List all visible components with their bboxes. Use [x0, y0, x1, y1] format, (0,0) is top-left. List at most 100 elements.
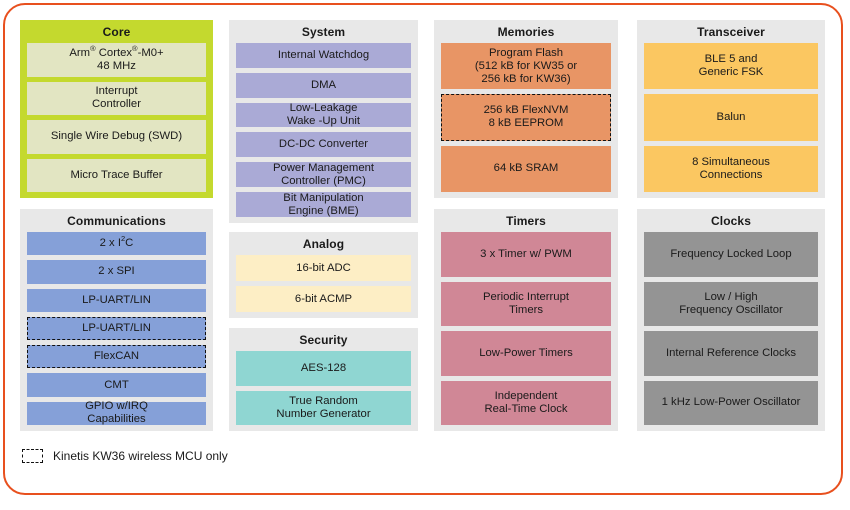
block-label-line: Single Wire Debug (SWD) — [50, 130, 183, 143]
block-clocks-2[interactable]: Internal Reference Clocks — [644, 331, 818, 376]
block-label: Micro Trace Buffer — [70, 169, 162, 182]
group-title-timers: Timers — [506, 214, 546, 228]
group-title-system: System — [301, 25, 346, 39]
block-analog-1[interactable]: 6-bit ACMP — [236, 286, 411, 312]
block-label-line: Timers — [508, 303, 544, 316]
block-label-line: Generic FSK — [698, 66, 764, 79]
block-label-line: Wake -Up Unit — [286, 115, 361, 128]
block-label-line: Connections — [699, 168, 763, 181]
block-label-line: 3 x Timer w/ PWM — [480, 247, 572, 260]
block-label: Internal Reference Clocks — [666, 347, 796, 360]
block-communications-5[interactable]: CMT — [27, 373, 206, 397]
block-label-line: Real-Time Clock — [484, 402, 568, 415]
block-label-line: LP-UART/LIN — [82, 321, 151, 334]
block-label-line: Program Flash — [488, 46, 564, 59]
block-label-line: 1 kHz Low-Power Oscillator — [661, 396, 801, 409]
block-label-line: Controller (PMC) — [281, 174, 366, 187]
group-title-memories: Memories — [497, 25, 555, 39]
block-label-line: GPIO w/IRQ — [85, 400, 148, 413]
block-label-line: DC-DC Converter — [278, 138, 369, 151]
block-system-1[interactable]: DMA — [236, 72, 411, 98]
block-label-line: CMT — [104, 378, 129, 391]
block-analog-0[interactable]: 16-bit ADC — [236, 255, 411, 281]
block-label: Low-Power Timers — [479, 347, 573, 360]
block-core-3[interactable]: Micro Trace Buffer — [27, 158, 206, 192]
block-core-2[interactable]: Single Wire Debug (SWD) — [27, 120, 206, 154]
group-blocks-communications: 2 x I2C 2 x SPI LP-UART/LIN LP-UART/LIN Flex… — [20, 232, 213, 431]
block-label-line: Engine (BME) — [288, 204, 359, 217]
block-label-line: True Random — [289, 394, 358, 407]
block-label-line: BLE 5 and — [704, 53, 758, 66]
legend-label: Kinetis KW36 wireless MCU only — [53, 449, 228, 463]
block-timers-0[interactable]: 3 x Timer w/ PWM — [441, 232, 611, 277]
block-label: CMT — [104, 379, 128, 392]
block-communications-2[interactable]: LP-UART/LIN — [27, 288, 206, 312]
block-label-line: (512 kB for KW35 or — [474, 59, 578, 72]
block-memories-2[interactable]: 64 kB SRAM — [441, 145, 611, 192]
block-label: 64 kB SRAM — [494, 162, 559, 175]
block-label: Frequency Locked Loop — [670, 248, 791, 261]
block-label: Single Wire Debug (SWD) — [51, 130, 182, 143]
block-clocks-0[interactable]: Frequency Locked Loop — [644, 232, 818, 277]
block-system-0[interactable]: Internal Watchdog — [236, 43, 411, 68]
block-label: 3 x Timer w/ PWM — [480, 248, 572, 261]
block-label-line: Number Generator — [276, 407, 371, 420]
block-core-0[interactable]: Arm® Cortex®-M0+48 MHz — [27, 43, 206, 77]
block-communications-1[interactable]: 2 x SPI — [27, 260, 206, 284]
block-label-line: 2 x SPI — [98, 265, 135, 278]
block-label-line: Internal Watchdog — [277, 48, 370, 61]
block-label-line: Micro Trace Buffer — [70, 168, 163, 181]
block-label: DC-DC Converter — [279, 138, 368, 151]
block-label-line: Low-Leakage — [289, 102, 358, 115]
group-title-analog: Analog — [302, 237, 345, 251]
block-label: 16-bit ADC — [296, 262, 351, 275]
block-label-line: Low-Power Timers — [479, 346, 573, 359]
block-communications-0[interactable]: 2 x I2C — [27, 232, 206, 256]
block-timers-2[interactable]: Low-Power Timers — [441, 331, 611, 376]
block-label: 2 x I2C — [100, 235, 134, 250]
block-label-line: Internal Reference Clocks — [666, 346, 796, 359]
block-clocks-3[interactable]: 1 kHz Low-Power Oscillator — [644, 380, 818, 425]
block-label-line: Capabilities — [87, 413, 146, 426]
block-transceiver-1[interactable]: Balun — [644, 94, 818, 141]
block-label-line: Bit Manipulation — [283, 191, 364, 204]
group-title-communications: Communications — [67, 214, 166, 228]
block-label: AES-128 — [301, 362, 346, 375]
block-label: 1 kHz Low-Power Oscillator — [662, 396, 801, 409]
block-system-3[interactable]: DC-DC Converter — [236, 132, 411, 158]
block-label-line: 16-bit ADC — [296, 261, 351, 274]
block-communications-4[interactable]: FlexCAN — [27, 345, 206, 369]
block-label-line: Arm® Cortex®-M0+ — [69, 43, 164, 59]
block-label-line: 6-bit ACMP — [294, 292, 353, 305]
block-security-0[interactable]: AES-128 — [236, 351, 411, 386]
block-label-line: 8 Simultaneous — [692, 155, 770, 168]
block-communications-3[interactable]: LP-UART/LIN — [27, 316, 206, 341]
block-label-line: Low / High — [704, 290, 758, 303]
group-title-core: Core — [102, 25, 131, 39]
